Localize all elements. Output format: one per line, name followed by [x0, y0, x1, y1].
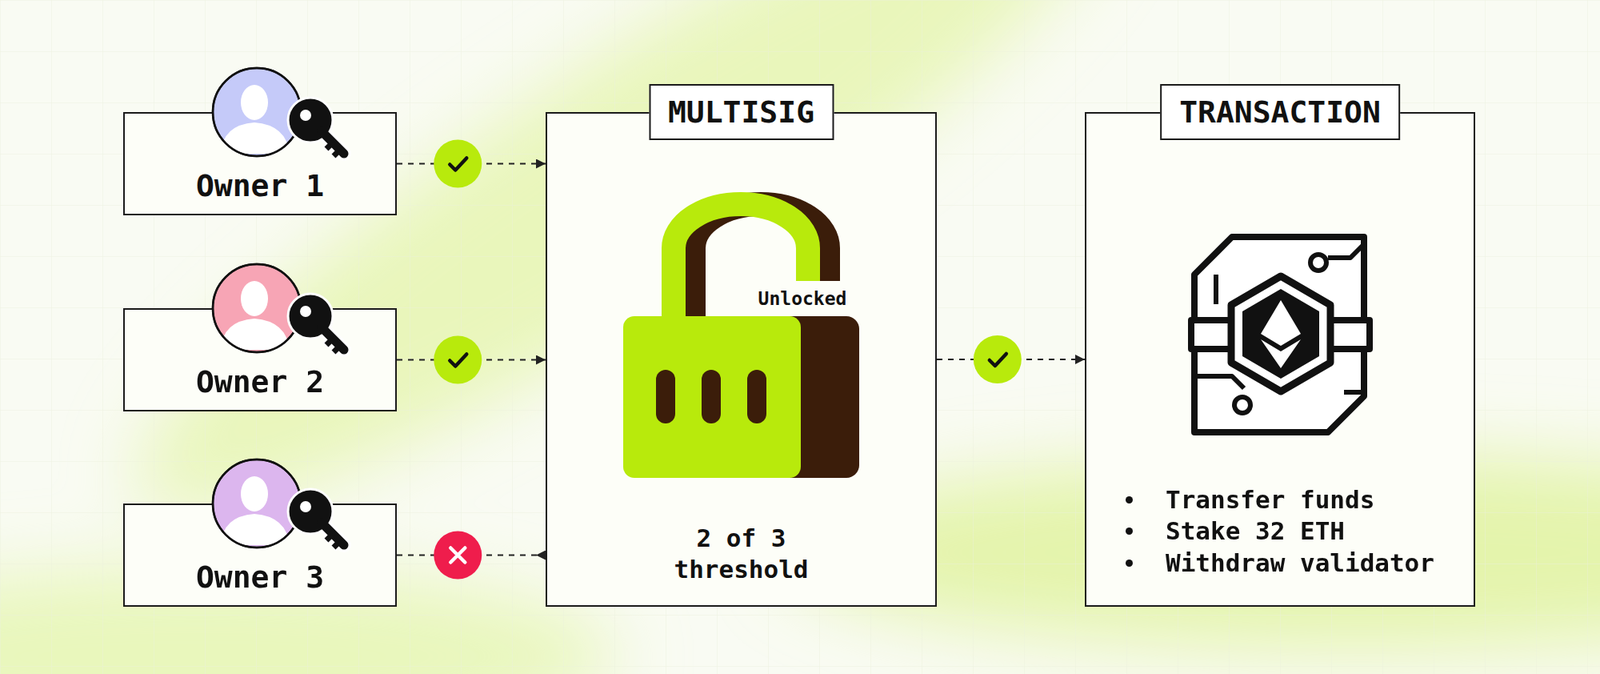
panel-body: Transfer fundsStake 32 ETHWithdraw valid…: [1129, 484, 1435, 580]
panel-body: 2 of 3 threshold: [547, 522, 936, 585]
owner-label: Owner 3: [196, 558, 324, 596]
action-item: Withdraw validator: [1129, 547, 1435, 580]
approve-badge: [973, 335, 1022, 384]
action-item: Transfer funds: [1129, 484, 1435, 516]
owner-label-row: Owner 1: [124, 167, 396, 204]
threshold-text: 2 of 3 threshold: [657, 522, 826, 585]
owner-box: Owner 2: [123, 308, 397, 412]
transaction-panel: TRANSACTIONTransfer fundsStake 32 ETHWit…: [1084, 112, 1476, 607]
owner-label-row: Owner 3: [124, 558, 396, 596]
owner-box: Owner 1: [123, 112, 397, 216]
panel-title: MULTISIG: [648, 84, 834, 140]
owner-label: Owner 1: [196, 167, 324, 204]
action-item: Stake 32 ETH: [1129, 515, 1435, 548]
approve-badge: [433, 336, 482, 384]
lock-state-label: Unlocked: [758, 287, 848, 310]
multisig-panel: MULTISIG2 of 3 thresholdUnlocked: [545, 112, 937, 607]
panel-title: TRANSACTION: [1160, 84, 1400, 140]
owner-label-row: Owner 2: [124, 363, 396, 400]
owner-label: Owner 2: [196, 363, 324, 400]
reject-badge: [433, 531, 482, 580]
owner-box: Owner 3: [123, 503, 397, 607]
approve-badge: [433, 140, 482, 188]
